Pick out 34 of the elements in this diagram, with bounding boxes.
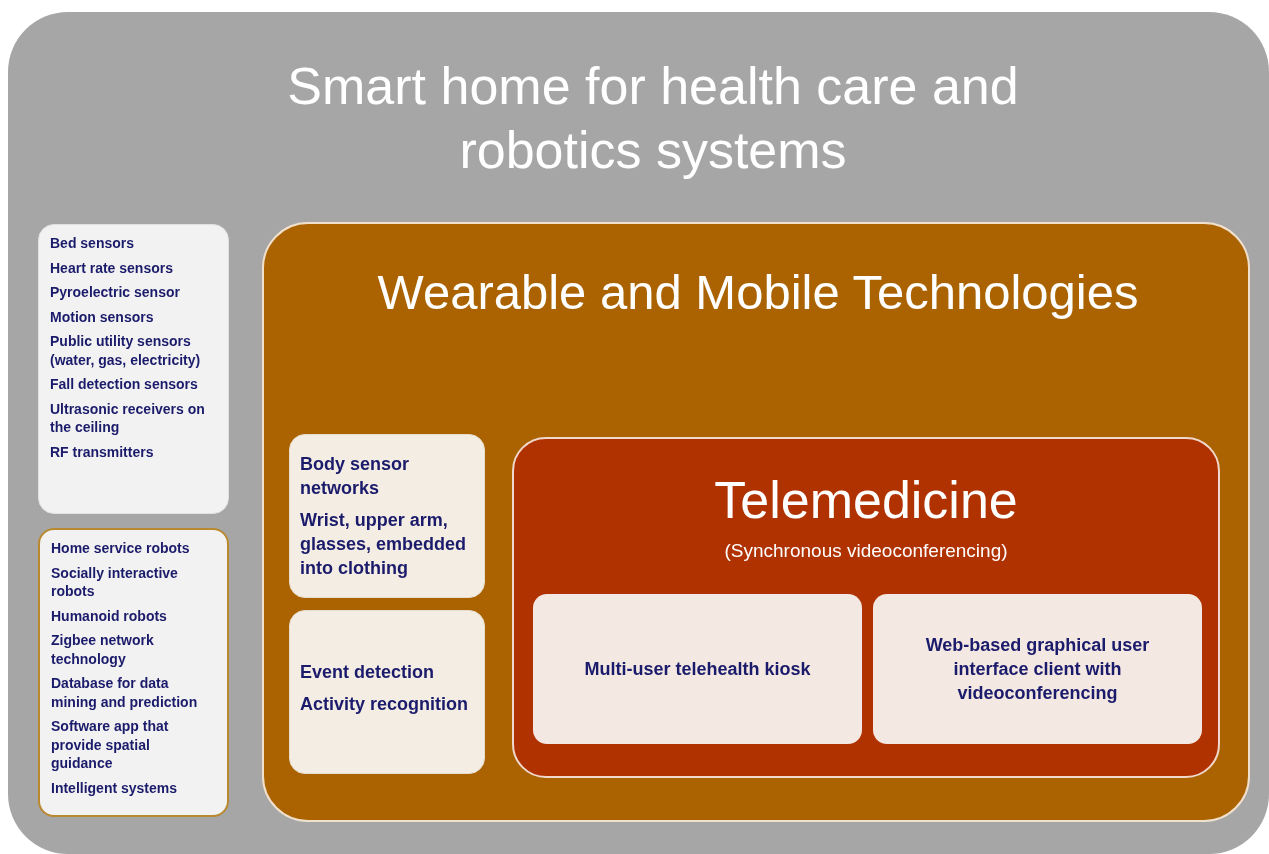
- list-item: Fall detection sensors: [50, 375, 199, 394]
- sensor-list-card: [38, 224, 229, 514]
- list-item: Software app that provide spatial guidance: [51, 717, 170, 773]
- system-panel: [8, 12, 1269, 854]
- list-item: Humanoid robots: [51, 606, 168, 625]
- service-card: [873, 594, 1202, 744]
- info-card: [289, 434, 485, 598]
- list-item: Heart rate sensors: [50, 258, 174, 277]
- list-item: Pyroelectric sensor: [50, 283, 181, 302]
- robot-list-card: [38, 528, 229, 817]
- list-item: Ultrasonic receivers on the ceiling: [50, 399, 206, 437]
- card-text: Wrist, upper arm, glasses, embedded into clothing: [300, 509, 468, 580]
- card-text: Body sensor networks: [300, 453, 411, 500]
- list-item: Intelligent systems: [51, 778, 179, 797]
- list-item: Home service robots: [51, 539, 191, 558]
- list-item: Socially interactive robots: [51, 563, 179, 601]
- list-item: Bed sensors: [50, 234, 136, 253]
- card-text: Activity recognition: [300, 693, 470, 716]
- card-text: Web-based graphical user interface client with videoconferencing: [924, 634, 1151, 705]
- technology-panel: [262, 222, 1250, 822]
- list-item: Public utility sensors (water, gas, electricity): [50, 332, 202, 369]
- section-heading: Telemedicine: [713, 470, 1019, 531]
- section-heading: Wearable and Mobile Technologies: [376, 264, 1140, 321]
- telemedicine-panel: [512, 437, 1220, 778]
- panel-heading: Smart home for health care and robotics systems: [286, 56, 1020, 181]
- list-item: Zigbee network technology: [51, 631, 155, 668]
- service-card: [533, 594, 862, 744]
- list-item: Database for data mining and prediction: [51, 674, 199, 711]
- card-text: Event detection: [300, 661, 436, 684]
- list-item: Motion sensors: [50, 307, 155, 326]
- list-item: RF transmitters: [50, 442, 155, 461]
- info-card: [289, 610, 485, 774]
- section-subheading: (Synchronous videoconferencing): [723, 539, 1009, 563]
- card-text: Multi-user telehealth kiosk: [583, 658, 812, 681]
